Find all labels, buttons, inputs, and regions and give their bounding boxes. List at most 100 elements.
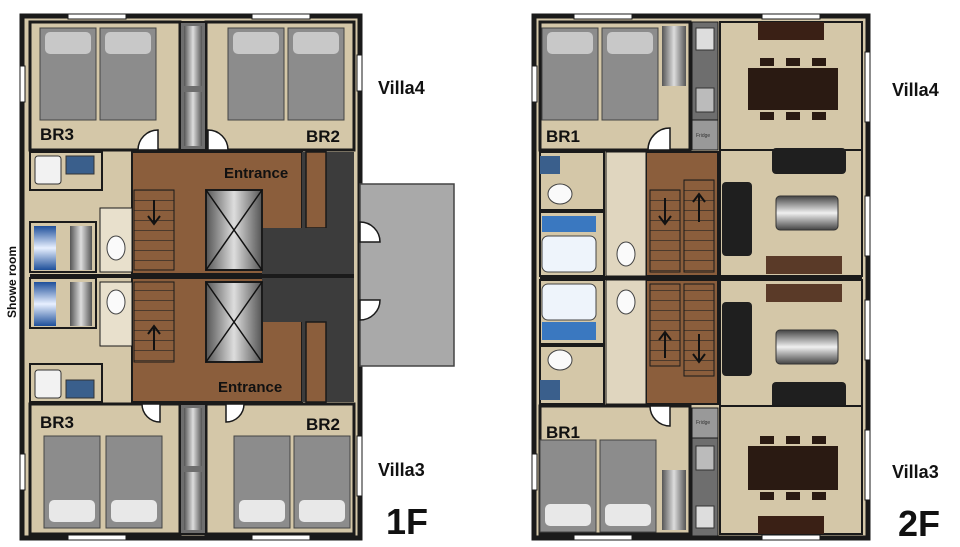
1f-beds-br3-bottom	[43, 435, 163, 529]
2f-sofa-icon	[722, 182, 752, 256]
2f-bathtub-icon	[541, 283, 597, 321]
2f-toilet-icon	[616, 241, 636, 267]
1f-br3-bottom-label: BR3	[40, 413, 74, 432]
1f-stair-arrow-icon	[147, 324, 161, 350]
1f-entrance-pad	[359, 183, 455, 367]
2f-sink-icon	[540, 156, 560, 174]
1f-entrance-top-label: Entrance	[224, 165, 288, 182]
2f-br1-top-label: BR1	[546, 127, 580, 146]
2f-stove-icon	[695, 27, 715, 51]
2f-br1-bottom-label: BR1	[546, 423, 580, 442]
1f-toilet-icon	[106, 235, 126, 261]
1f-beds-br2-bottom	[233, 435, 351, 529]
1f-door-icon	[137, 129, 159, 151]
1f-entry-door-icon	[359, 299, 381, 321]
1f-entry-door-icon	[359, 221, 381, 243]
2f-window	[864, 429, 871, 501]
1f-closet-bottom-door2	[184, 472, 202, 530]
2f-sofa-icon	[772, 382, 846, 410]
1f-hall-bottom	[262, 278, 354, 322]
1f-beds-br3-top	[39, 27, 157, 121]
1f-shower-room-label: Showe room	[5, 246, 19, 318]
2f-sink-icon	[540, 380, 560, 400]
1f-window	[356, 54, 363, 92]
2f-window	[761, 534, 821, 541]
2f-stair-arrow-icon	[692, 192, 706, 222]
2f-stove-icon	[695, 505, 715, 529]
1f-hall-top	[262, 228, 354, 274]
1f-beds-br2-top	[227, 27, 345, 121]
2f-coffee-table-icon	[775, 329, 839, 365]
1f-shower-panel	[70, 282, 92, 326]
2f-tv-unit	[766, 256, 842, 274]
2f-closet-bottom	[662, 470, 686, 530]
2f-door-icon	[647, 127, 671, 151]
1f-closet-bottom-door	[184, 408, 202, 466]
1f-stair-arrow-icon	[147, 200, 161, 226]
2f-beds-br1-top	[541, 27, 659, 121]
plan-1f: BR3 BR2 Entrance Entrance BR3 BR2 Showe …	[5, 13, 455, 542]
2f-fridge-top-label: Fridge	[696, 133, 710, 139]
2f-toilet-icon	[547, 183, 573, 205]
1f-sink-icon	[65, 379, 95, 399]
2f-window	[864, 51, 871, 123]
1f-window	[67, 534, 127, 541]
1f-door-icon	[225, 403, 245, 423]
1f-entrance-strip-bottom	[305, 321, 327, 403]
1f-window	[19, 65, 26, 103]
2f-window	[761, 13, 821, 20]
2f-beds-br1-bottom	[539, 439, 657, 533]
1f-sink-icon	[65, 155, 95, 175]
1f-door-icon	[141, 403, 161, 423]
1f-window	[19, 453, 26, 491]
1f-shower-glass-icon	[34, 282, 56, 326]
1f-closet-top-door2	[184, 92, 202, 146]
2f-dining-table-top	[748, 68, 838, 110]
1f-closet-top-door	[184, 26, 202, 86]
1f-door-icon	[207, 129, 229, 151]
2f-villa3-label: Villa3	[892, 462, 939, 482]
2f-sofa-icon	[772, 148, 846, 174]
2f-dining-table-bottom	[748, 446, 838, 490]
1f-window	[251, 13, 311, 20]
2f-toilet-icon	[616, 289, 636, 315]
2f-window	[573, 13, 633, 20]
2f-stair-arrow-icon	[692, 334, 706, 364]
2f-stair-arrow-icon	[658, 198, 672, 226]
1f-br2-top-label: BR2	[306, 127, 340, 146]
2f-sideboard-bottom	[758, 516, 824, 534]
1f-entrance-strip-top	[305, 151, 327, 229]
2f-tv-unit	[766, 284, 842, 302]
2f-fridge-top	[691, 119, 719, 151]
2f-fridge-bottom-label: Fridge	[696, 420, 710, 426]
1f-window	[67, 13, 127, 20]
2f-villa4-label: Villa4	[892, 80, 939, 100]
2f-bath-tiles	[542, 216, 596, 232]
2f-bathtub-icon	[541, 235, 597, 273]
2f-window	[573, 534, 633, 541]
1f-entrance-bottom-label: Entrance	[218, 379, 282, 396]
1f-washer-icon	[34, 369, 62, 399]
2f-sofa-icon	[722, 302, 752, 376]
1f-shower-panel	[70, 226, 92, 270]
2f-sink-icon	[695, 87, 715, 113]
2f-window	[864, 195, 871, 257]
2f-door-icon	[649, 405, 671, 427]
2f-bath-tiles	[542, 322, 596, 340]
1f-window	[251, 534, 311, 541]
2f-sink-icon	[695, 445, 715, 471]
1f-br2-bottom-label: BR2	[306, 415, 340, 434]
2f-closet-top	[662, 26, 686, 86]
1f-window	[356, 435, 363, 497]
1f-shower-glass-icon	[34, 226, 56, 270]
1f-floor-label: 1F	[386, 501, 428, 542]
2f-toilet-icon	[547, 349, 573, 371]
2f-sideboard-top	[758, 22, 824, 40]
2f-window	[531, 65, 538, 103]
2f-floor-label: 2F	[898, 503, 940, 544]
1f-villa3-label: Villa3	[378, 460, 425, 480]
plan-2f: Fridge	[531, 13, 940, 544]
2f-coffee-table-icon	[775, 195, 839, 231]
1f-washer-icon	[34, 155, 62, 185]
